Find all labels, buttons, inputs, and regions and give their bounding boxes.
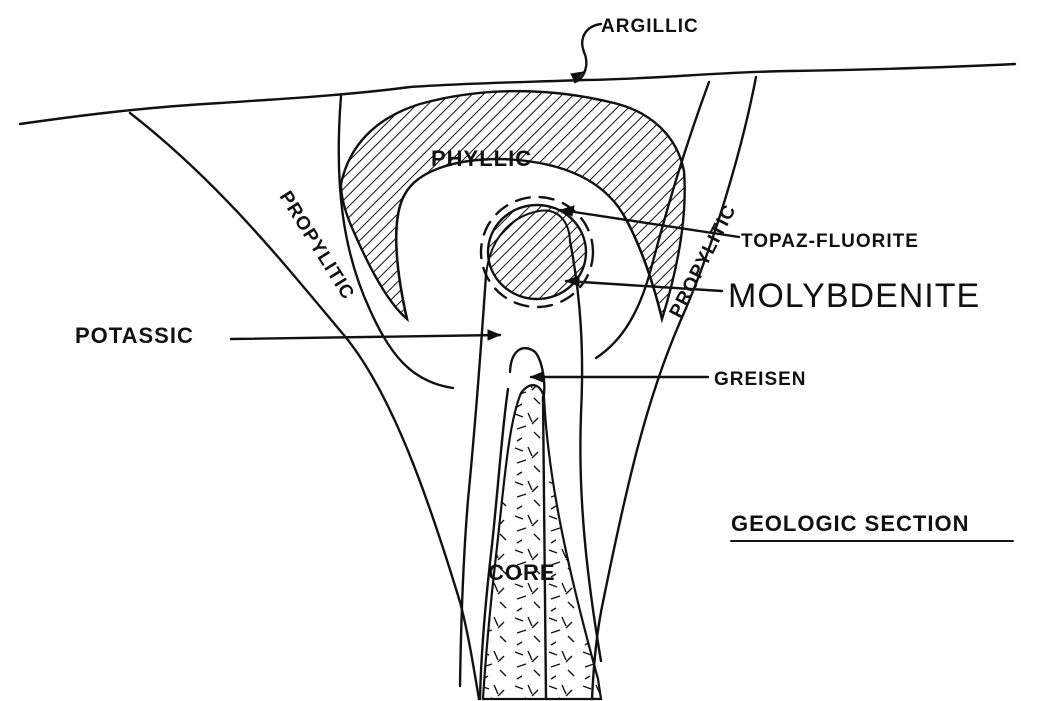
potassic-label: POTASSIC: [75, 323, 194, 348]
label-potassic: POTASSIC: [75, 323, 500, 348]
geologic-section-title: GEOLOGIC SECTION: [731, 511, 969, 536]
label-core: CORE: [488, 560, 556, 585]
label-argillic: ARGILLIC: [571, 16, 699, 82]
phyllic-label: PHYLLIC: [431, 146, 532, 171]
label-topaz-fluorite: TOPAZ-FLUORITE: [561, 206, 919, 252]
label-molybdenite: MOLYBDENITE: [566, 276, 980, 315]
label-phyllic: PHYLLIC: [431, 146, 532, 171]
molybdenite-label: MOLYBDENITE: [728, 277, 980, 315]
label-greisen: GREISEN: [531, 369, 807, 390]
topaz-fluorite-label: TOPAZ-FLUORITE: [741, 231, 919, 252]
greisen-label: GREISEN: [714, 369, 807, 390]
core-label: CORE: [488, 560, 556, 585]
section-title: GEOLOGIC SECTION: [731, 511, 1013, 541]
argillic-label: ARGILLIC: [601, 16, 699, 37]
